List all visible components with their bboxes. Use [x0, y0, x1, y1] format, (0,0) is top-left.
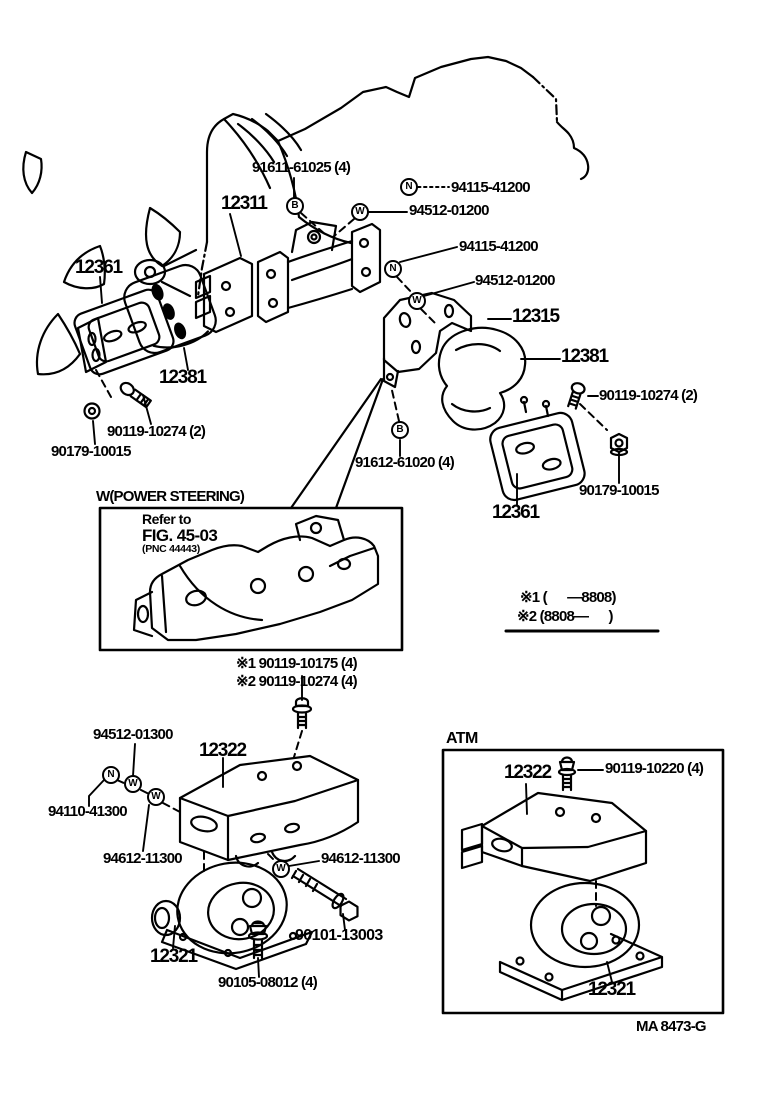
rear-insulator-callout: 12321 [150, 946, 198, 967]
rh-mount-drawing [382, 291, 629, 502]
rear-bracket-callout: 12322 [199, 740, 247, 761]
atm-box-title: ATM [446, 730, 478, 747]
atm-insulator-callout: 12321 [588, 979, 636, 1000]
cover-lh-callout: 12381 [159, 367, 207, 388]
leader-lines [88, 177, 620, 983]
refer-note-line2: FIG. 45-03 [142, 526, 218, 545]
nut-upper-callout: 94115-41200 [451, 179, 531, 196]
head-bolt-callout: 91611-61025 (4) [252, 159, 351, 176]
date-legend-line1: ※1 ( —8808) [520, 589, 616, 606]
washer-lh-callout: 90179-10015 [51, 443, 131, 460]
refer-note-line3: (PNC 44443) [142, 543, 200, 555]
assembly-dashed-lines [95, 212, 608, 907]
washer-lower-callout: 94512-01200 [475, 272, 555, 289]
nut-rh-callout: 90179-10015 [579, 482, 659, 499]
nut-marker-icon: N [400, 178, 418, 196]
nut-lower-callout: 94115-41200 [459, 238, 539, 255]
front-bracket-12311-drawing [194, 220, 382, 334]
lh-mount-drawing [73, 263, 217, 420]
bolt-marker-icon: B [286, 197, 304, 215]
rear-washer-right-callout: 94612-11300 [321, 850, 401, 867]
washer-marker-icon: W [408, 292, 426, 310]
rear-nut-callout: 94110-41300 [48, 803, 128, 820]
cover-rh-callout: 12381 [561, 346, 609, 367]
bracket-rh-callout: 12315 [512, 306, 560, 327]
variant-bolt-callout-2: ※2 90119-10274 (4) [236, 673, 358, 690]
atm-bracket-callout: 12322 [504, 762, 552, 783]
washer-marker-icon: W [124, 775, 142, 793]
variant-bolt-callout-1: ※1 90119-10175 (4) [236, 655, 358, 672]
washer-upper-callout: 94512-01200 [409, 202, 489, 219]
stud-bolt-callout: 91612-61020 (4) [355, 454, 455, 471]
through-bolt-callout: 90101-13003 [295, 927, 383, 944]
front-bracket-callout: 12311 [221, 193, 268, 214]
bolt-marker-icon: B [391, 421, 409, 439]
bolt-lh-callout: 90119-10274 (2) [107, 423, 206, 440]
refer-note-line1: Refer to [142, 511, 191, 527]
washer-marker-icon: W [351, 203, 369, 221]
power-steering-box-title: W(POWER STEERING) [96, 488, 245, 505]
rear-washer-left-callout: 94612-11300 [103, 850, 183, 867]
insulator-lh-callout: 12361 [75, 257, 123, 278]
washer-marker-icon: W [272, 860, 290, 878]
nut-marker-icon: N [384, 260, 402, 278]
variant-bolt-drawing [291, 697, 313, 730]
washer-marker-icon: W [147, 788, 165, 806]
engine-fan [22, 150, 198, 376]
bolt-rh-callout: 90119-10274 (2) [599, 387, 698, 404]
power-steering-box [98, 377, 404, 652]
figure-code: MA 8473-G [636, 1018, 707, 1035]
atm-inset-box [441, 748, 725, 1015]
flange-bolt-callout: 90105-08012 (4) [218, 974, 318, 991]
date-legend-line2: ※2 (8808— ) [517, 608, 613, 625]
atm-bolt-callout: 90119-10220 (4) [605, 760, 704, 777]
nut-marker-icon: N [102, 766, 120, 784]
insulator-rh-callout: 12361 [492, 502, 540, 523]
washer-spring-callout: 94512-01300 [93, 726, 173, 743]
